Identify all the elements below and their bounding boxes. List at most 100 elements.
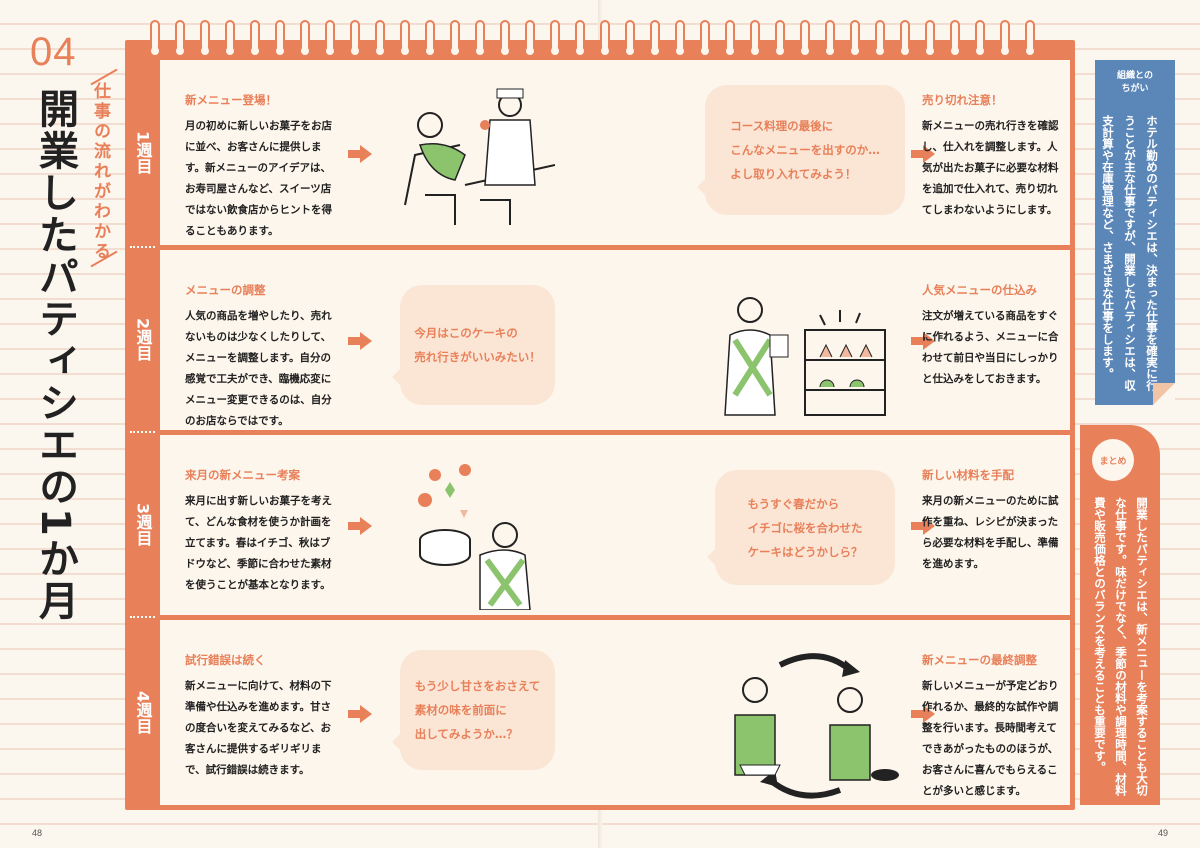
- summary-text: 開業したパティシエは、新メニューを考案することも大切な仕事です。味だけでなく、季…: [1093, 497, 1149, 796]
- arrow-right-icon: [348, 144, 372, 163]
- step-body: 新メニューの売れ行きを確認し、仕入れを調整します。人気が出たお菓子に必要な材料を…: [922, 120, 1059, 216]
- binder-hole: [476, 47, 484, 55]
- right-step: 新しい材料を手配 来月の新メニューのために試作を重ね、レシピが決まったら必要な材…: [922, 467, 1062, 575]
- summary-badge: まとめ: [1092, 439, 1134, 481]
- bubble-line: 素材の味を前面に: [414, 703, 507, 717]
- calendar-frame: 1週目 新メニュー登場！ 月の初めに新しいお菓子をお店に並べ、お客さんに提供しま…: [125, 20, 1075, 810]
- right-step: 売り切れ注意！ 新メニューの売れ行きを確認し、仕入れを調整します。人気が出たお菓…: [922, 92, 1062, 221]
- page-fold: [1153, 383, 1175, 405]
- binder-hole: [951, 47, 959, 55]
- binder-hole: [276, 47, 284, 55]
- arrow-right-icon: [911, 704, 935, 723]
- difference-note: 組織とのちがい ホテル勤めのパティシエは、決まった仕事を確実に行うことが主な仕事…: [1095, 60, 1175, 405]
- arrow-right-icon: [348, 332, 372, 350]
- step-heading: 来月の新メニュー考案: [185, 468, 300, 482]
- week-divider: [125, 615, 1070, 620]
- step-heading: 新しい材料を手配: [922, 468, 1014, 482]
- arrow-right-icon: [911, 144, 935, 163]
- bubble-tail: [697, 177, 717, 197]
- step-heading: メニューの調整: [185, 283, 266, 297]
- difference-text: ホテル勤めのパティシエは、決まった仕事を確実に行うことが主な仕事ですが、開業した…: [1101, 115, 1159, 391]
- binder-hole: [426, 47, 434, 55]
- week-label: 1週目: [133, 130, 153, 175]
- arrow-right-icon: [348, 704, 372, 723]
- speech-bubble: 今月はこのケーキの売れ行きがいいみたい！: [392, 285, 555, 405]
- section-number: 04: [30, 30, 77, 74]
- week-divider: [125, 430, 1070, 435]
- speech-bubble: コース料理の最後にこんなメニューを出すのか…よし取り入れてみよう！: [697, 85, 905, 215]
- binder-hole: [201, 47, 209, 55]
- binder-hole: [701, 47, 709, 55]
- step-heading: 新メニューの最終調整: [922, 653, 1037, 667]
- speech-bubble: もうすぐ春だからイチゴに桜を合わせたケーキはどうかしら？: [707, 470, 895, 585]
- page-subtitle: 仕事の流れがわかる: [90, 82, 110, 262]
- bubble-line: よし取り入れてみよう！: [730, 167, 857, 181]
- binder-hole: [226, 47, 234, 55]
- week-row: 1週目 新メニュー登場！ 月の初めに新しいお菓子をお店に並べ、お客さんに提供しま…: [125, 60, 1070, 250]
- step-heading: 新メニュー登場！: [185, 93, 277, 107]
- step-body: 来月に出す新しいお菓子を考えて、どんな食材を使うか計画を立てます。春はイチゴ、秋…: [185, 495, 332, 591]
- arrow-right-icon: [348, 517, 372, 535]
- dotted-divider: [130, 431, 155, 433]
- binder-hole: [626, 47, 634, 55]
- binder-hole: [301, 47, 309, 55]
- step-body: 人気の商品を増やしたり、売れないものは少なくしたりして、メニューを調整します。自…: [185, 310, 332, 427]
- illustration: [720, 650, 900, 804]
- binder-hole: [601, 47, 609, 55]
- binder-hole: [151, 47, 159, 55]
- binder-hole: [376, 47, 384, 55]
- step-heading: 売り切れ注意！: [922, 93, 1003, 107]
- arrow-right-icon: [911, 517, 935, 535]
- page-title: 開業したパティシエの1か月: [32, 88, 78, 622]
- binder-hole: [751, 47, 759, 55]
- left-step: 来月の新メニュー考案 来月に出す新しいお菓子を考えて、どんな食材を使うか計画を立…: [185, 467, 335, 596]
- binder-hole: [726, 47, 734, 55]
- step-body: 新メニューに向けて、材料の下準備や仕込みを進めます。甘さの度合いを変えてみるなど…: [185, 680, 332, 776]
- binder-hole: [576, 47, 584, 55]
- binder-hole: [1026, 47, 1034, 55]
- binder-hole: [876, 47, 884, 55]
- binder-hole: [801, 47, 809, 55]
- speech-bubble: もう少し甘さをおさえて素材の味を前面に出してみようか…？: [392, 650, 555, 770]
- binder-hole: [351, 47, 359, 55]
- bubble-line: こんなメニューを出すのか…: [730, 143, 880, 157]
- bubble-tail: [707, 547, 727, 567]
- week-row: 2週目 メニューの調整 人気の商品を増やしたり、売れないものは少なくしたりして、…: [125, 250, 1070, 435]
- illustration: [715, 285, 895, 429]
- binder-hole: [826, 47, 834, 55]
- calendar-body: 1週目 新メニュー登場！ 月の初めに新しいお菓子をお店に並べ、お客さんに提供しま…: [125, 60, 1070, 805]
- bubble-line: もう少し甘さをおさえて: [414, 679, 541, 693]
- bubble-tail: [392, 732, 412, 752]
- binder-hole: [901, 47, 909, 55]
- bubble-line: 出してみようか…？: [414, 727, 518, 741]
- binder-hole: [851, 47, 859, 55]
- bubble-line: 今月はこのケーキの: [414, 326, 518, 340]
- dotted-divider: [130, 616, 155, 618]
- binder-hole: [501, 47, 509, 55]
- binder-hole: [401, 47, 409, 55]
- binder-hole: [976, 47, 984, 55]
- bubble-line: ケーキはどうかしら？: [747, 544, 863, 559]
- bubble-line: もうすぐ春だから: [747, 496, 840, 511]
- binder-hole: [776, 47, 784, 55]
- binder-hole: [551, 47, 559, 55]
- difference-label: 組織とのちがい: [1117, 71, 1153, 94]
- right-step: 人気メニューの仕込み 注文が増えている商品をすぐに作れるよう、メニューに合わせて…: [922, 282, 1062, 390]
- binder-hole: [451, 47, 459, 55]
- summary-tab: まとめ 開業したパティシエは、新メニューを考案することも大切な仕事です。味だけで…: [1080, 425, 1160, 805]
- week-row: 3週目 来月の新メニュー考案 来月に出す新しいお菓子を考えて、どんな食材を使うか…: [125, 435, 1070, 620]
- binder-hole: [326, 47, 334, 55]
- binder-hole: [651, 47, 659, 55]
- step-body: 注文が増えている商品をすぐに作れるよう、メニューに合わせて前日や当日にしっかりと…: [922, 310, 1059, 385]
- week-row: 4週目 試行錯誤は続く 新メニューに向けて、材料の下準備や仕込みを進めます。甘さ…: [134, 620, 1070, 805]
- binder-hole: [176, 47, 184, 55]
- step-body: 来月の新メニューのために試作を重ね、レシピが決まったら必要な材料を手配し、準備を…: [922, 495, 1059, 570]
- bubble-line: イチゴに桜を合わせた: [747, 520, 863, 535]
- left-step: 新メニュー登場！ 月の初めに新しいお菓子をお店に並べ、お客さんに提供します。新メ…: [185, 92, 335, 242]
- week-label: 4週目: [133, 690, 153, 735]
- illustration: [405, 460, 545, 614]
- week-label: 3週目: [133, 503, 153, 547]
- illustration: [385, 85, 556, 229]
- step-heading: 試行錯誤は続く: [185, 653, 266, 667]
- week-divider: [125, 245, 1070, 250]
